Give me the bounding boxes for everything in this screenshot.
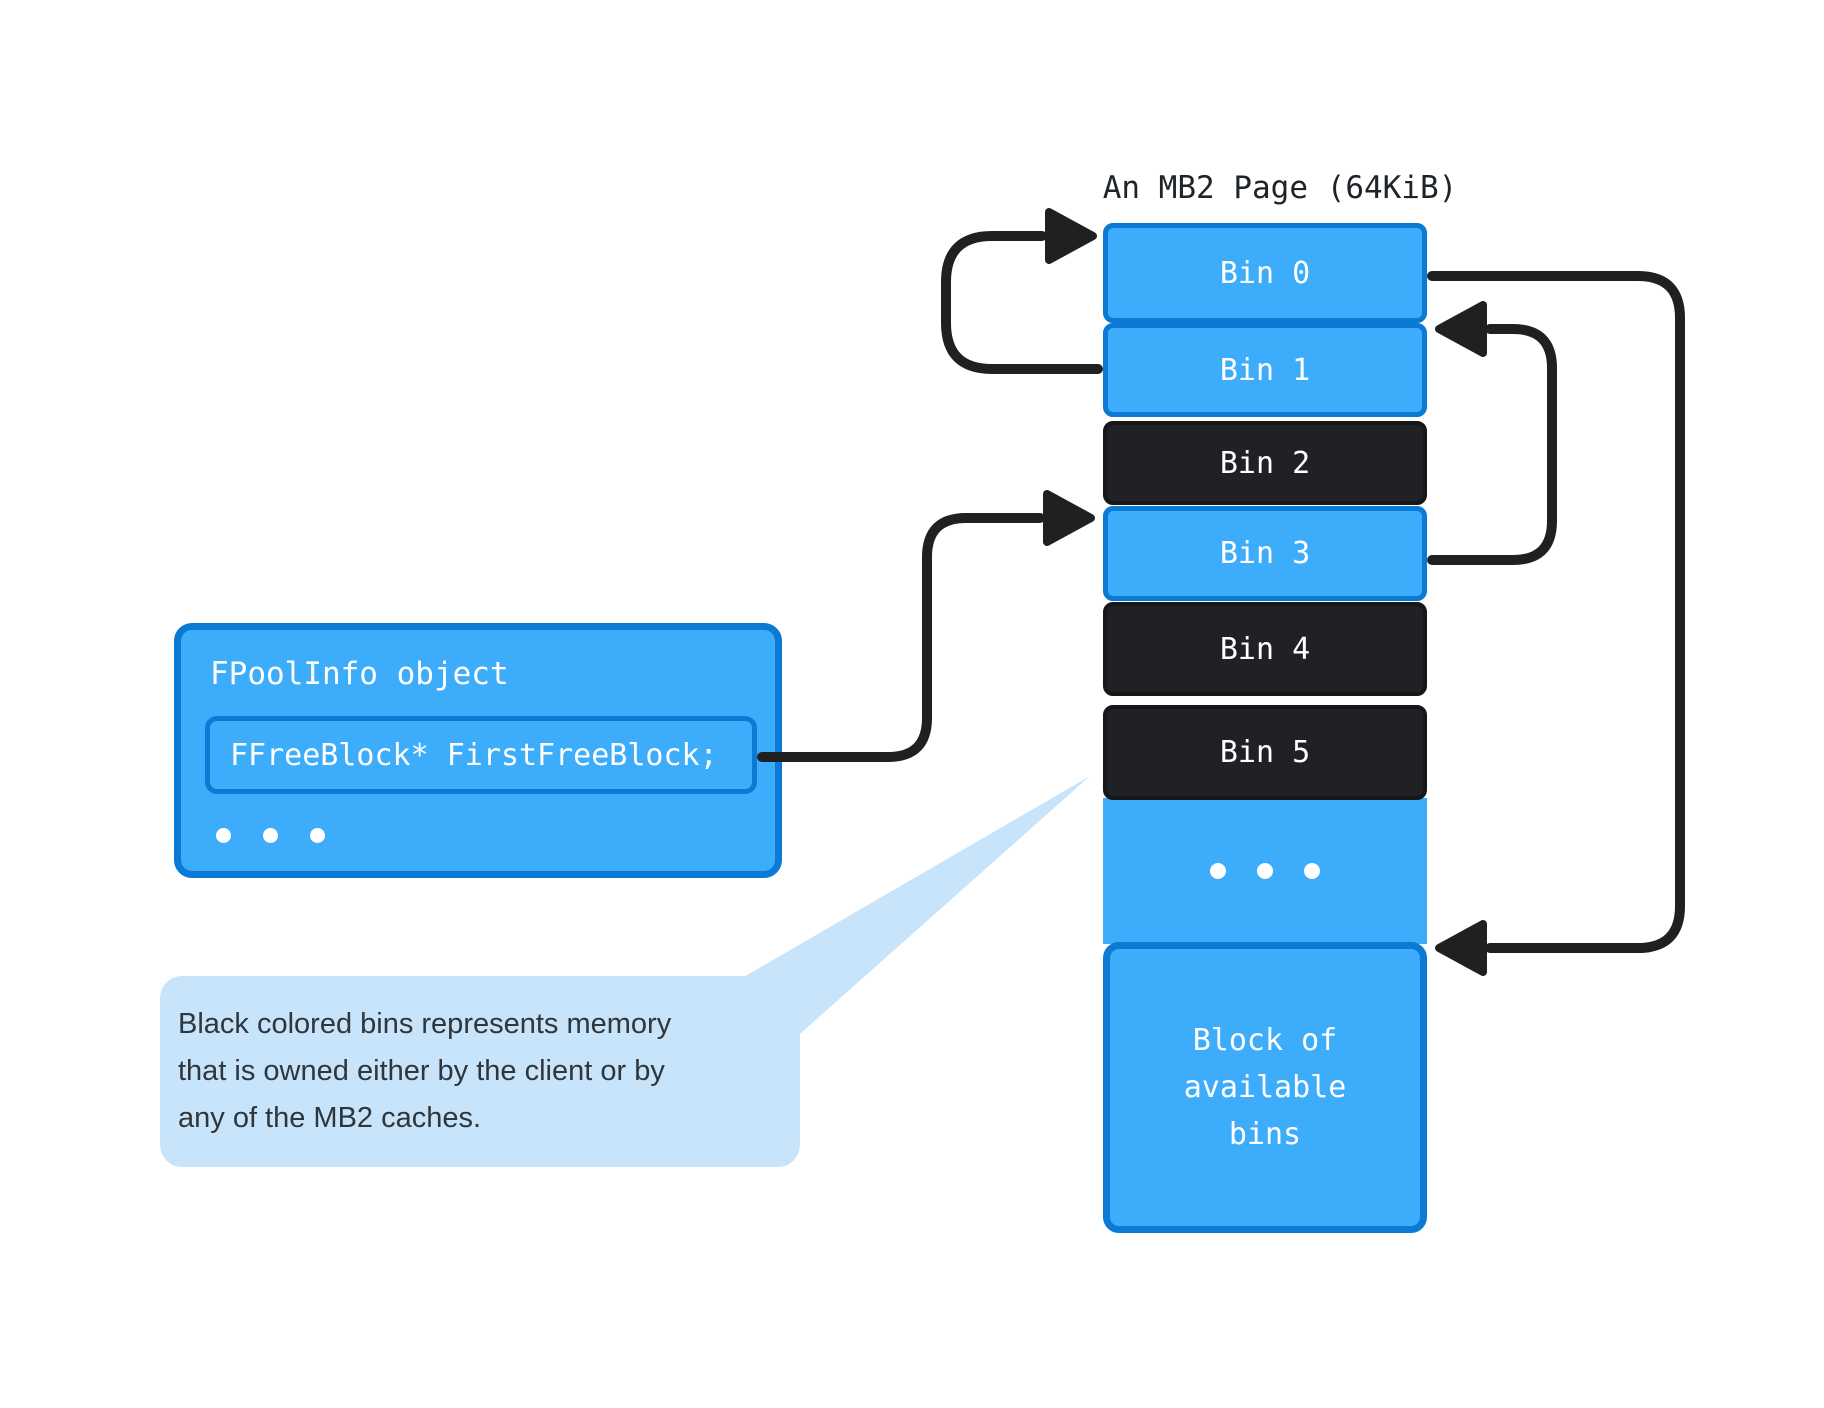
fpoolinfo-ellipsis (216, 828, 346, 844)
ellipsis-dot (216, 828, 231, 843)
arrow-bin0-to-block (1427, 271, 1685, 976)
bin-1-label: Bin 1 (1219, 352, 1311, 388)
arrow-bin1-to-bin0 (941, 208, 1103, 374)
ellipsis-dot (1304, 863, 1320, 879)
ellipsis-region (1103, 798, 1427, 944)
ellipsis-dot (1257, 863, 1273, 879)
bin-5: Bin 5 (1103, 705, 1427, 800)
ellipsis-dot (1210, 863, 1226, 879)
ellipsis-dot (310, 828, 325, 843)
fpoolinfo-title: FPoolInfo object (210, 656, 509, 692)
bin-4: Bin 4 (1103, 602, 1427, 696)
block-label: Block of available bins (1183, 1023, 1347, 1152)
bin-0-label: Bin 0 (1219, 255, 1311, 291)
bin-5-label: Bin 5 (1219, 735, 1311, 770)
page-title: An MB2 Page (64KiB) (1102, 170, 1458, 206)
firstfreeblock-field-text: FFreeBlock* FirstFreeBlock; (230, 737, 718, 773)
block-of-available-bins: Block of available bins (1103, 942, 1427, 1233)
arrow-bin3-to-bin1 (1427, 301, 1557, 565)
bin-2: Bin 2 (1103, 421, 1427, 505)
arrow-firstfreeblock-to-bin3 (757, 490, 1095, 762)
ellipsis-dot (263, 828, 278, 843)
bin-3: Bin 3 (1103, 506, 1427, 601)
callout-text: Black colored bins represents memory tha… (178, 1008, 672, 1134)
callout-bubble (160, 976, 800, 1167)
bin-4-label: Bin 4 (1219, 631, 1311, 667)
firstfreeblock-field: FFreeBlock* FirstFreeBlock; (205, 716, 757, 794)
bin-1: Bin 1 (1103, 323, 1427, 417)
bin-2-label: Bin 2 (1219, 445, 1311, 481)
bin-3-label: Bin 3 (1219, 536, 1311, 571)
bin-0: Bin 0 (1103, 223, 1427, 323)
